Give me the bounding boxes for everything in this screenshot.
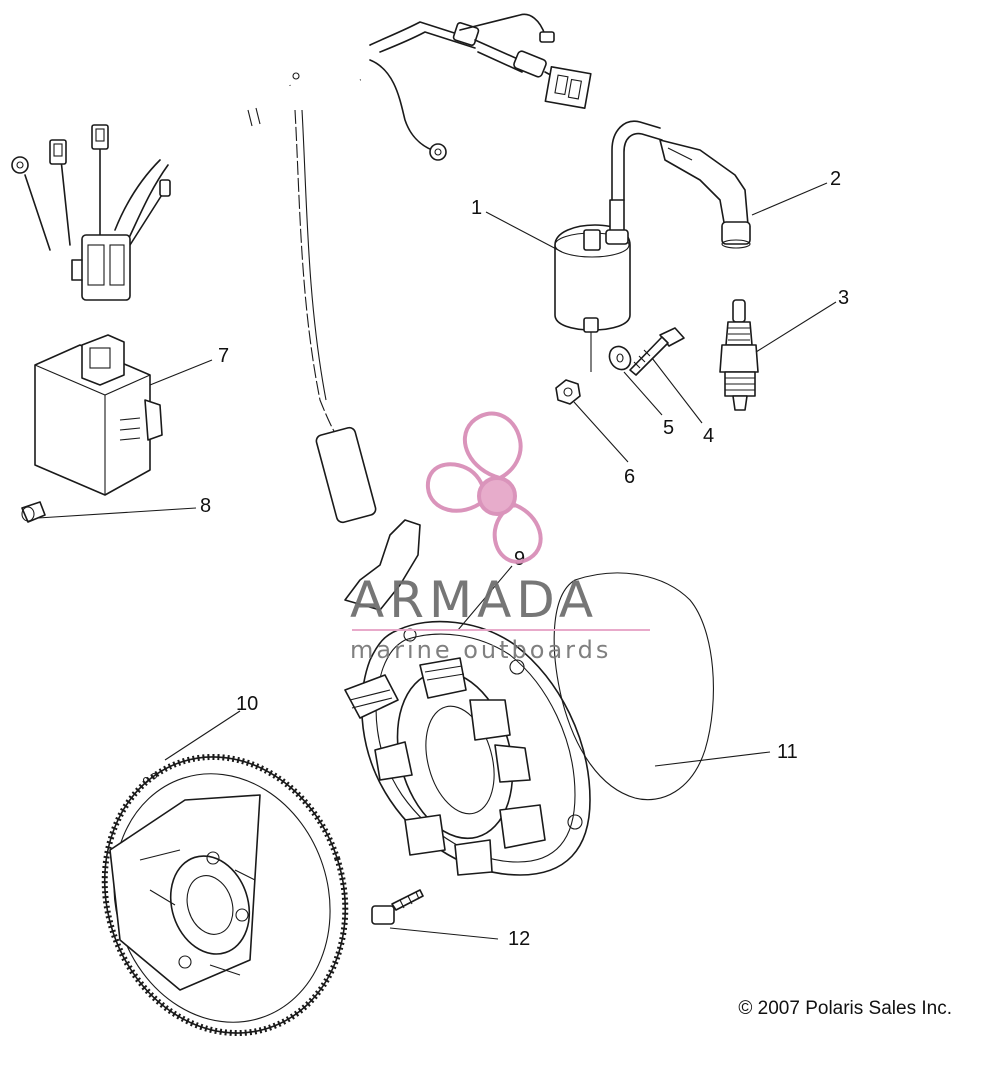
callout-5: 5 bbox=[663, 417, 674, 439]
stator-screw bbox=[371, 889, 424, 925]
copyright-notice: © 2007 Polaris Sales Inc. bbox=[738, 998, 952, 1019]
propeller-logo-icon bbox=[425, 411, 543, 564]
watermark-subtitle: marine outboards bbox=[350, 636, 611, 664]
spark-plug bbox=[719, 299, 759, 411]
cdi-screw bbox=[21, 501, 46, 523]
flywheel bbox=[101, 753, 349, 1037]
callout-2: 2 bbox=[830, 168, 841, 190]
ignition-coil bbox=[554, 120, 663, 333]
watermark-title: ARMADA bbox=[350, 571, 598, 629]
coil-nut bbox=[555, 332, 592, 405]
cdi-module bbox=[34, 334, 163, 496]
callout-3: 3 bbox=[838, 287, 849, 309]
coil-bolt bbox=[629, 327, 685, 376]
coil-washer bbox=[608, 345, 632, 371]
watermark: ARMADA marine outboards bbox=[350, 411, 650, 664]
callout-12: 12 bbox=[508, 928, 530, 950]
leader-lines bbox=[37, 182, 837, 940]
spark-plug-cap bbox=[659, 139, 751, 249]
callout-11: 11 bbox=[777, 741, 798, 763]
callout-6: 6 bbox=[624, 466, 635, 488]
callout-10: 10 bbox=[236, 693, 258, 715]
callout-1: 1 bbox=[471, 197, 482, 219]
callout-7: 7 bbox=[218, 345, 229, 367]
stator-gasket bbox=[553, 572, 714, 801]
stator bbox=[315, 426, 591, 876]
wire-harness bbox=[11, 13, 592, 441]
callout-9: 9 bbox=[514, 548, 525, 570]
callout-4: 4 bbox=[703, 425, 714, 447]
callout-8: 8 bbox=[200, 495, 211, 517]
callout-numbers: 1 2 3 4 5 6 7 8 9 10 11 12 bbox=[200, 168, 849, 950]
